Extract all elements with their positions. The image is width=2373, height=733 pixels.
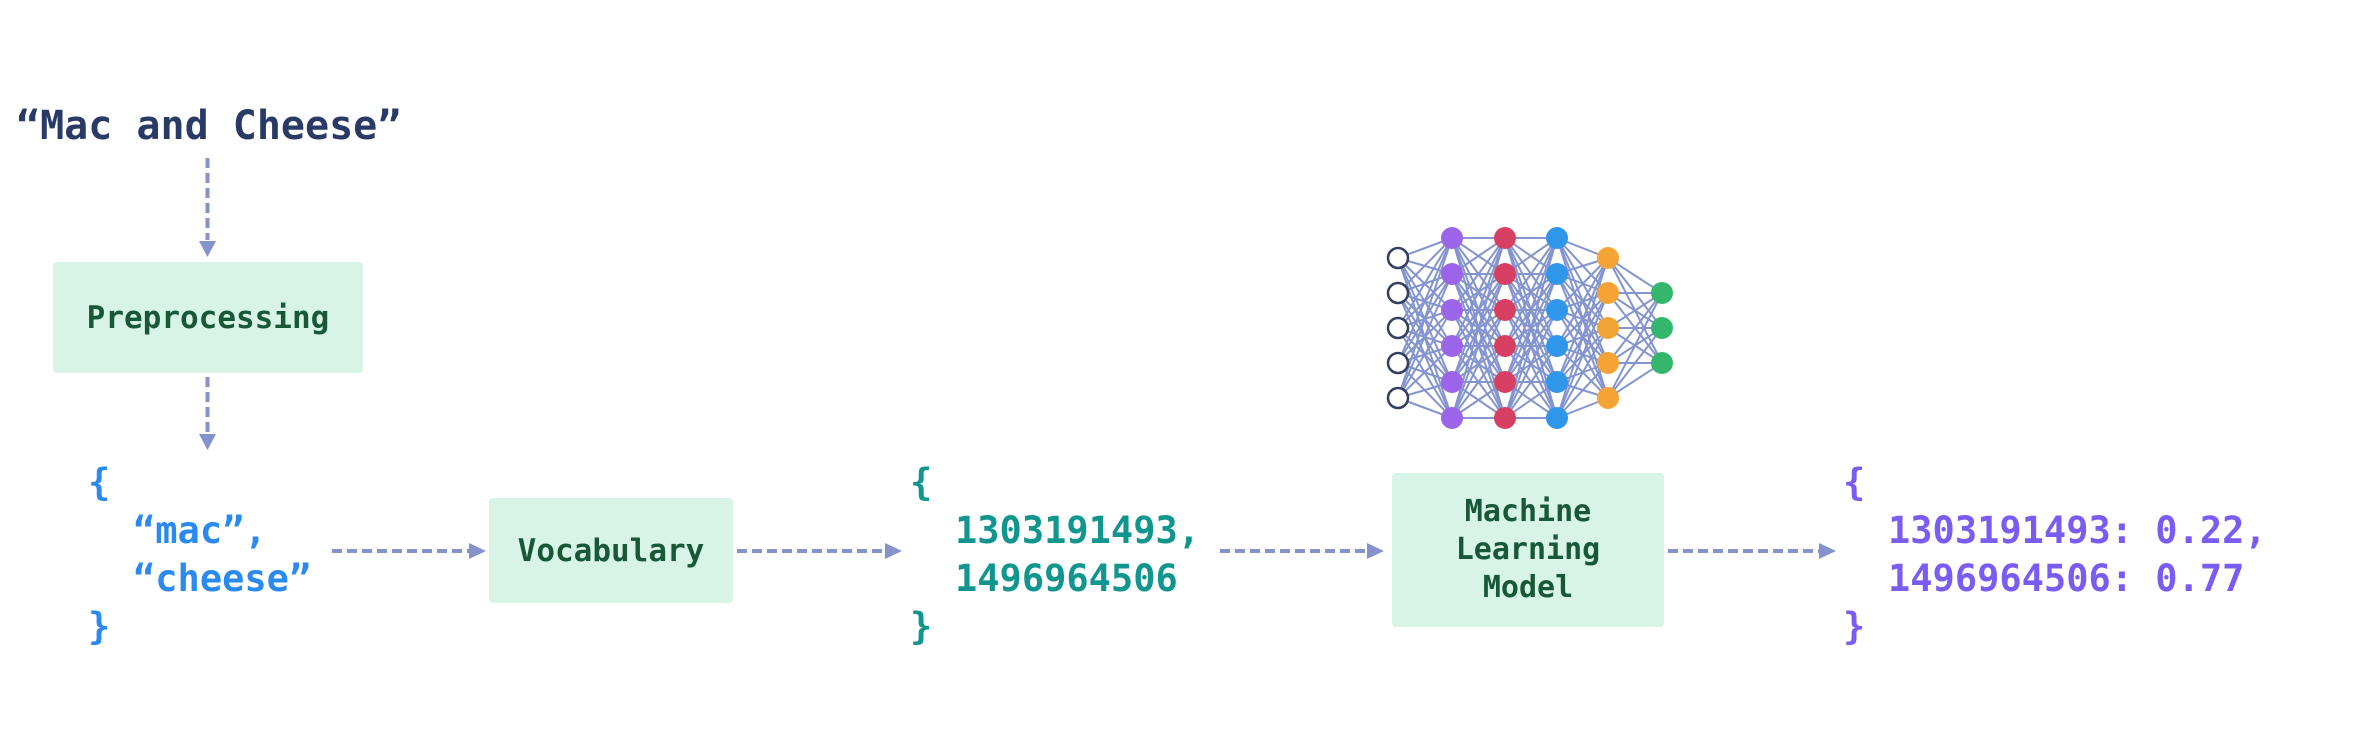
arrowhead-right-icon (469, 543, 486, 559)
hidden-layer-2-node (1494, 227, 1516, 249)
hidden-layer-1-node (1441, 407, 1463, 429)
hidden-layer-4-node (1597, 387, 1619, 409)
score-line: 1496964506: 0.77 (1888, 557, 2245, 600)
hidden-layer-3-node (1546, 263, 1568, 285)
output-layer-node (1651, 352, 1673, 374)
input-text: “Mac and Cheese” (16, 103, 402, 149)
hidden-layer-2-node (1494, 263, 1516, 285)
arrow-preprocessing-to-tokens (199, 377, 216, 450)
hidden-layer-3-node (1546, 227, 1568, 249)
machine-learning-model-box: Machine Learning Model (1392, 473, 1664, 627)
hidden-layer-4-node (1597, 282, 1619, 304)
tokens-code-block: { “mac”, “cheese”} (88, 459, 311, 651)
open-brace: { (910, 461, 933, 504)
token-line: “cheese” (133, 557, 312, 600)
output-layer-node (1651, 317, 1673, 339)
neural-network-icon (1386, 227, 1673, 429)
token-id-line: 1303191493, (955, 509, 1201, 552)
hidden-layer-2-node (1494, 299, 1516, 321)
hidden-layer-1-node (1441, 371, 1463, 393)
close-brace: } (910, 605, 933, 648)
hidden-layer-1-node (1441, 227, 1463, 249)
hidden-layer-3-node (1546, 371, 1568, 393)
score-line: 1303191493: 0.22, (1888, 509, 2267, 552)
input-layer-node (1386, 386, 1410, 410)
model-label: Machine Learning Model (1455, 494, 1601, 605)
hidden-layer-4-node (1597, 247, 1619, 269)
output-layer-node (1651, 282, 1673, 304)
arrow-ids-to-model (1220, 543, 1384, 559)
arrowhead-right-icon (1367, 543, 1384, 559)
token-id-line: 1496964506 (955, 557, 1178, 600)
arrow-input-to-preprocessing (199, 158, 216, 257)
arrowhead-down-icon (199, 241, 216, 257)
hidden-layer-1-node (1441, 299, 1463, 321)
hidden-layer-3-node (1546, 299, 1568, 321)
hidden-layer-1-node (1441, 335, 1463, 357)
preprocessing-box: Preprocessing (53, 262, 363, 373)
input-layer-node (1386, 351, 1410, 375)
input-layer-node (1386, 281, 1410, 305)
hidden-layer-3-node (1546, 335, 1568, 357)
open-brace: { (88, 461, 111, 504)
hidden-layer-2-node (1494, 335, 1516, 357)
preprocessing-label: Preprocessing (86, 299, 330, 336)
arrowhead-down-icon (199, 434, 216, 450)
arrowhead-right-icon (885, 543, 902, 559)
hidden-layer-1-node (1441, 263, 1463, 285)
arrow-model-to-scores (1668, 543, 1836, 559)
vocabulary-box: Vocabulary (489, 498, 733, 603)
token-ids-code-block: {1303191493, 1496964506} (910, 459, 1200, 651)
arrowhead-right-icon (1819, 543, 1836, 559)
hidden-layer-2-node (1494, 371, 1516, 393)
hidden-layer-4-node (1597, 352, 1619, 374)
hidden-layer-3-node (1546, 407, 1568, 429)
scores-code-block: {1303191493: 0.22, 1496964506: 0.77} (1843, 459, 2267, 651)
token-line: “mac”, (133, 509, 267, 552)
hidden-layer-2-node (1494, 407, 1516, 429)
input-layer-node (1386, 246, 1410, 270)
vocabulary-label: Vocabulary (517, 532, 705, 569)
input-layer-node (1386, 316, 1410, 340)
open-brace: { (1843, 461, 1866, 504)
close-brace: } (1843, 605, 1866, 648)
close-brace: } (88, 605, 111, 648)
hidden-layer-4-node (1597, 317, 1619, 339)
arrow-vocabulary-to-ids (737, 543, 902, 559)
arrow-tokens-to-vocabulary (332, 543, 486, 559)
